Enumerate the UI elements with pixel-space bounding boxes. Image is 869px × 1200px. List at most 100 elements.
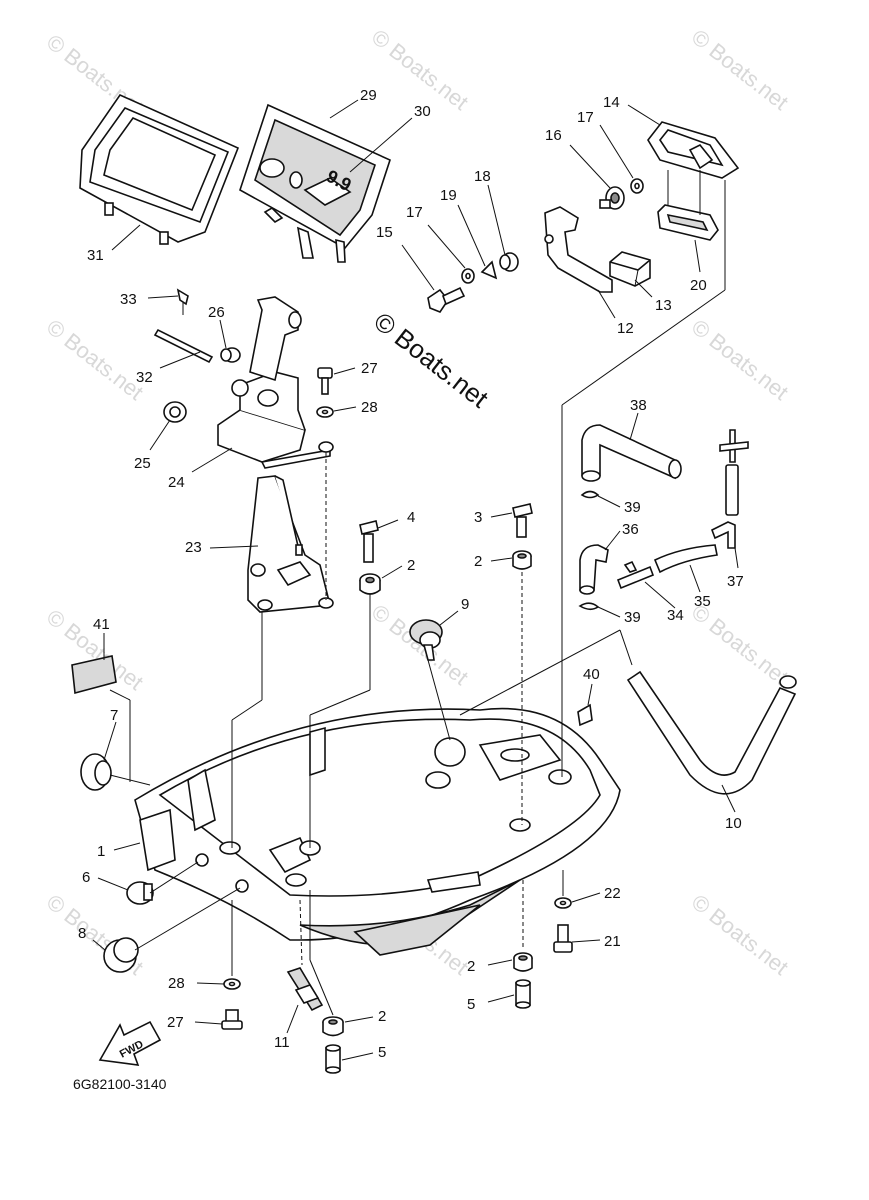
watermark: © Boats.net [367, 599, 473, 690]
watermark: © Boats.net [687, 314, 793, 405]
part-38-hose [581, 424, 682, 482]
part-19-washer [480, 260, 498, 280]
part-41-label [71, 655, 117, 695]
leader-lines [92, 99, 739, 1061]
part-7-grommet [80, 753, 112, 791]
part-21-bolt [553, 924, 573, 953]
callout-19: 19 [440, 187, 457, 204]
callout-22: 22 [604, 885, 621, 902]
callout-14: 14 [603, 94, 620, 111]
callout-38: 38 [630, 397, 647, 414]
callout-23: 23 [185, 539, 202, 556]
callout-12: 12 [617, 320, 634, 337]
callout-5: 5 [378, 1044, 386, 1061]
part-2-mount-lower-right [513, 952, 533, 972]
callout-26: 26 [208, 304, 225, 321]
part-27-bolt-bottom [221, 1009, 243, 1030]
part-16-bushing [599, 186, 625, 210]
watermark: © Boats.net [687, 24, 793, 115]
assembly-lines [109, 180, 726, 1016]
part-28-washer-bottom [223, 978, 241, 990]
callout-17: 17 [406, 204, 423, 221]
callout-6: 6 [82, 869, 90, 886]
callout-20: 20 [690, 277, 707, 294]
callout-29: 29 [360, 87, 377, 104]
callout-21: 21 [604, 933, 621, 950]
part-28-washer-top [316, 406, 334, 418]
callout-24: 24 [168, 474, 185, 491]
fwd-arrow-icon: FWD [98, 1020, 162, 1066]
part-17-washer-left [461, 268, 475, 284]
part-35-hose [653, 544, 718, 574]
part-39-clip-bottom [578, 602, 600, 611]
part-2-mount-upper-right [512, 550, 532, 570]
callout-2: 2 [467, 958, 475, 975]
part-23-bracket [247, 475, 334, 613]
callout-33: 33 [120, 291, 137, 308]
callout-17: 17 [577, 109, 594, 126]
part-9-grommet [409, 619, 443, 661]
part-25-bushing [163, 401, 187, 423]
callout-27: 27 [361, 360, 378, 377]
part-2-mount-upper-left [359, 573, 381, 595]
part-13-block [609, 251, 651, 287]
callout-18: 18 [474, 168, 491, 185]
callout-27: 27 [167, 1014, 184, 1031]
part-29-plate: 9.9 [239, 103, 391, 263]
callout-34: 34 [667, 607, 684, 624]
part-14-grommet [647, 121, 740, 179]
watermark: © Boats.net [42, 314, 148, 405]
part-26-collar [220, 347, 241, 363]
callout-2: 2 [407, 557, 415, 574]
part-8-plug [103, 937, 139, 973]
part-32-pin [153, 328, 214, 364]
watermark: © Boats.net [687, 599, 793, 690]
part-27-bolt-top [317, 367, 333, 395]
callout-28: 28 [361, 399, 378, 416]
part-5-collar-lower-left [325, 1044, 341, 1074]
part-18-collar [499, 252, 519, 272]
watermark: © Boats.net [367, 24, 473, 115]
part-24-lever [217, 296, 334, 469]
part-34-tee [616, 560, 655, 590]
part-6-plug [126, 881, 154, 905]
callout-25: 25 [134, 455, 151, 472]
callout-labels: 1 2 2 2 2 3 4 5 5 6 7 8 9 10 11 12 13 14… [78, 87, 744, 1061]
part-20-grommet [657, 170, 719, 241]
callout-3: 3 [474, 509, 482, 526]
callout-35: 35 [694, 593, 711, 610]
part-37-joint [710, 429, 749, 549]
callout-1: 1 [97, 843, 105, 860]
part-40-label [577, 703, 593, 727]
callout-13: 13 [655, 297, 672, 314]
callout-36: 36 [622, 521, 639, 538]
callout-41: 41 [93, 616, 110, 633]
callout-9: 9 [461, 596, 469, 613]
callout-16: 16 [545, 127, 562, 144]
part-15-bolt [427, 286, 466, 313]
watermark: © Boats.net [687, 889, 793, 980]
callout-11: 11 [274, 1034, 290, 1051]
watermark-center: © Boats.net [368, 306, 494, 414]
callout-37: 37 [727, 573, 744, 590]
callout-5: 5 [467, 996, 475, 1013]
part-22-washer [554, 897, 572, 909]
callout-10: 10 [725, 815, 742, 832]
callout-28: 28 [168, 975, 185, 992]
part-3-bolt [512, 503, 533, 538]
part-2-mount-lower-left [322, 1016, 344, 1037]
callout-4: 4 [407, 509, 415, 526]
part-11-clip [286, 967, 324, 1012]
callout-2: 2 [474, 553, 482, 570]
callout-8: 8 [78, 925, 86, 942]
part-17-washer-right [630, 178, 644, 194]
part-10-hose [626, 670, 797, 795]
part-5-collar-lower-right [515, 979, 531, 1009]
part-1-cowling [134, 707, 621, 956]
callout-15: 15 [376, 224, 393, 241]
part-36-elbow [579, 544, 609, 595]
callout-30: 30 [414, 103, 431, 120]
callout-39: 39 [624, 609, 641, 626]
part-4-bolt [359, 520, 379, 563]
